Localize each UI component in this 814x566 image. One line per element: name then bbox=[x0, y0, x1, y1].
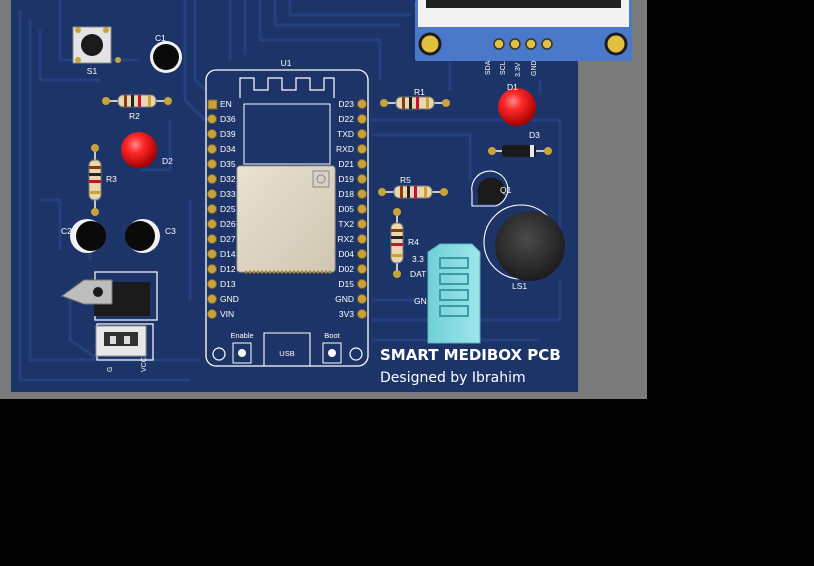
connector-pin-label: G bbox=[107, 367, 114, 372]
buzzer-ls1: LS1 bbox=[483, 204, 565, 291]
diode-d3: D3 bbox=[488, 130, 552, 157]
esp32-module-u1: U1 EN D36 D39 D34 bbox=[205, 58, 369, 367]
module-pads bbox=[207, 99, 367, 319]
pin-label: D21 bbox=[338, 159, 354, 169]
usb-label: USB bbox=[279, 349, 294, 358]
pin-label: D14 bbox=[220, 249, 236, 259]
pin-label: GND bbox=[335, 294, 354, 304]
led-body bbox=[498, 88, 536, 126]
resistor-r2: R2 bbox=[102, 94, 172, 121]
pin-label: D02 bbox=[338, 264, 354, 274]
sensor-pin-label: GN bbox=[414, 296, 427, 306]
part-label-r2: R2 bbox=[129, 111, 140, 121]
pin-label: D35 bbox=[220, 159, 236, 169]
button-cap bbox=[81, 34, 103, 56]
part-label-r5: R5 bbox=[400, 175, 411, 185]
part-label-d3: D3 bbox=[529, 130, 540, 140]
pin-label: TX2 bbox=[338, 219, 354, 229]
part-label-d1: D1 bbox=[507, 82, 518, 92]
pcb-traces bbox=[18, 0, 562, 382]
pin-label: D05 bbox=[338, 204, 354, 214]
capacitor-c3: C3 bbox=[125, 219, 176, 253]
boot-button-label: Boot bbox=[324, 331, 340, 340]
display-pin-label: 3.3V bbox=[515, 62, 522, 77]
capacitor-c2: C2 bbox=[61, 219, 106, 253]
display-pin-label: GND bbox=[531, 60, 538, 76]
part-label-q1: Q1 bbox=[500, 185, 512, 195]
pin-label: D36 bbox=[220, 114, 236, 124]
pin-label: RX2 bbox=[337, 234, 354, 244]
enable-button-label: Enable bbox=[230, 331, 253, 340]
resistor-r3: R3 bbox=[88, 144, 117, 216]
part-label-s1: S1 bbox=[87, 66, 98, 76]
left-pin-labels: EN D36 D39 D34 D35 D32 D33 D25 D26 D27 D… bbox=[220, 99, 239, 319]
part-label-c3: C3 bbox=[165, 226, 176, 236]
right-pin-labels: D23 D22 TXD RXD D21 D19 D18 D05 TX2 RX2 … bbox=[335, 99, 354, 319]
pin-label: GND bbox=[220, 294, 239, 304]
module-outline bbox=[205, 69, 369, 367]
part-label-r4: R4 bbox=[408, 237, 419, 247]
board-title: SMART MEDIBOX PCB bbox=[380, 346, 561, 364]
part-label-c2: C2 bbox=[61, 226, 72, 236]
led-d1: D1 bbox=[498, 82, 536, 126]
part-label-ls1: LS1 bbox=[512, 281, 527, 291]
pin-label: D04 bbox=[338, 249, 354, 259]
pin-label: D23 bbox=[338, 99, 354, 109]
board-subtitle: Designed by Ibrahim bbox=[380, 370, 526, 386]
pin-label: 3V3 bbox=[339, 309, 354, 319]
oled-display-module: SDA SCL 3.3V GND bbox=[415, 0, 632, 77]
led-body bbox=[121, 132, 157, 168]
connector-pin-label: VCC bbox=[141, 357, 148, 372]
resistor-r5: R5 bbox=[378, 175, 448, 199]
pin-label: D12 bbox=[220, 264, 236, 274]
pin-label: D19 bbox=[338, 174, 354, 184]
mount-hole bbox=[418, 32, 442, 56]
part-label-c1: C1 bbox=[155, 33, 166, 43]
dht-sensor: 3.3 DAT GN bbox=[410, 243, 481, 344]
capacitor-top bbox=[153, 44, 179, 70]
sensor-pin-label: DAT bbox=[410, 269, 426, 279]
pin-label: RXD bbox=[336, 144, 354, 154]
power-connector: G VCC bbox=[95, 323, 154, 372]
part-label-r3: R3 bbox=[106, 174, 117, 184]
pin-label: D27 bbox=[220, 234, 236, 244]
module-shield-outline bbox=[243, 103, 331, 165]
resistor-r1: R1 bbox=[380, 87, 450, 110]
mount-hole bbox=[604, 32, 628, 56]
pin-label: D26 bbox=[220, 219, 236, 229]
pin-label: D34 bbox=[220, 144, 236, 154]
capacitor-c1: C1 bbox=[150, 33, 182, 73]
pin-label: D39 bbox=[220, 129, 236, 139]
display-pin-label: SDA bbox=[485, 60, 492, 75]
usb-outline bbox=[263, 332, 311, 366]
transistor-q1: Q1 bbox=[471, 170, 512, 207]
pin-label: D32 bbox=[220, 174, 236, 184]
voltage-regulator bbox=[60, 271, 158, 321]
antenna-trace bbox=[239, 77, 335, 98]
resistor-r4: R4 bbox=[390, 208, 419, 278]
sensor-pin-label: 3.3 bbox=[412, 254, 424, 264]
part-label-u1: U1 bbox=[281, 58, 292, 68]
pin-label: D13 bbox=[220, 279, 236, 289]
display-screen bbox=[426, 0, 621, 8]
led-d2: D2 bbox=[121, 132, 173, 168]
pin-label: D22 bbox=[338, 114, 354, 124]
part-label-r1: R1 bbox=[414, 87, 425, 97]
pin-label: VIN bbox=[220, 309, 234, 319]
pushbutton-s1: S1 bbox=[72, 26, 121, 76]
pin-label: D33 bbox=[220, 189, 236, 199]
buzzer-body bbox=[495, 211, 565, 281]
part-label-d2: D2 bbox=[162, 156, 173, 166]
pin-label: D15 bbox=[338, 279, 354, 289]
display-pin-label: SCL bbox=[500, 61, 507, 75]
pin-label: EN bbox=[220, 99, 232, 109]
pin-label: D25 bbox=[220, 204, 236, 214]
pin-label: TXD bbox=[337, 129, 354, 139]
pin-label: D18 bbox=[338, 189, 354, 199]
